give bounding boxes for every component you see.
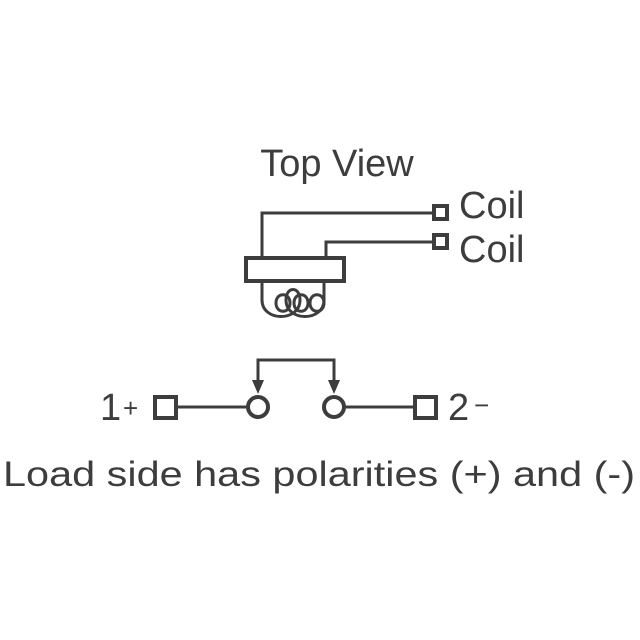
terminal-2-polarity: − <box>474 390 489 420</box>
coil-winding-icon <box>260 281 326 318</box>
coil-label-2: Coil <box>459 229 524 271</box>
coil-terminal-1 <box>432 204 449 221</box>
terminal-1-number: 1 <box>100 387 121 429</box>
terminal-1-polarity: + <box>123 393 138 423</box>
polarity-caption: Load side has polarities (+) and (-) <box>3 455 635 494</box>
coil-winding-loop-3 <box>308 293 326 313</box>
contact-left <box>246 395 270 419</box>
coil-body <box>244 256 346 283</box>
coil-terminal-2 <box>432 233 449 250</box>
terminal-2-number: 2 <box>448 387 469 429</box>
coil-winding-loop-2 <box>292 293 310 313</box>
coil-wire-top <box>260 211 433 259</box>
arrow-down-icon-left <box>252 380 264 394</box>
coil-winding-loop-1 <box>274 293 292 313</box>
contact-right <box>322 395 346 419</box>
arrow-down-icon-right <box>328 380 340 394</box>
contact-armature <box>256 358 336 384</box>
diagram-title: Top View <box>260 143 414 185</box>
load-terminal-1 <box>153 395 178 420</box>
coil-wire-bottom <box>324 240 433 259</box>
coil-label-1: Coil <box>459 185 524 227</box>
load-terminal-2 <box>413 395 438 420</box>
coil-wiring <box>260 211 433 259</box>
